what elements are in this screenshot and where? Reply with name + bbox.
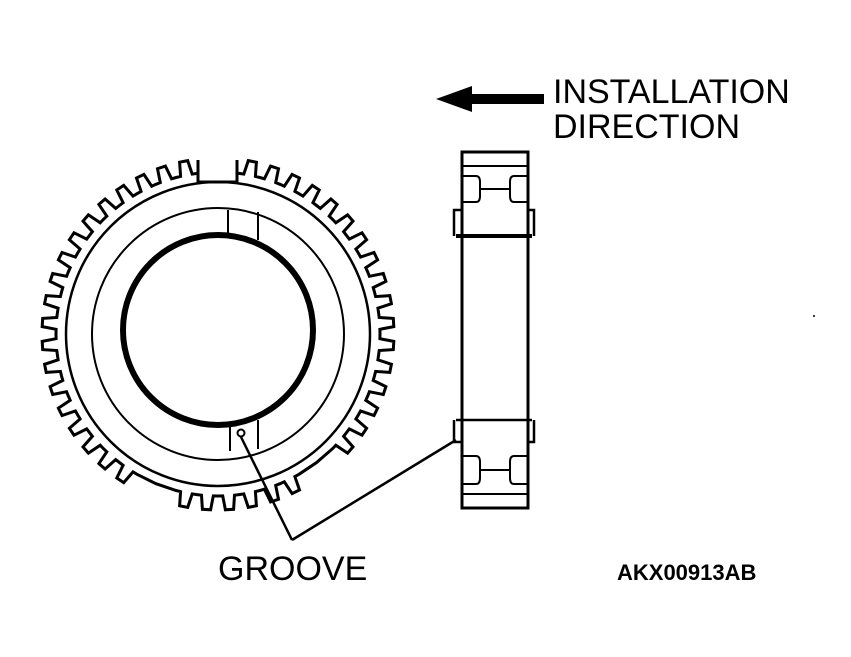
groove-leader-lines — [239, 436, 457, 542]
arrow-shaft — [470, 94, 544, 104]
side-lower-slot — [462, 455, 528, 485]
arrow-head — [436, 86, 472, 112]
installation-label: INSTALLATION — [553, 73, 790, 111]
side-upper-slot — [462, 175, 528, 203]
gear-teeth-outline — [40, 158, 396, 512]
side-upper-flange — [452, 208, 536, 236]
groove-mark — [236, 428, 246, 438]
middle-ring — [91, 207, 345, 461]
groove-label: GROOVE — [218, 550, 367, 588]
top-notch — [196, 160, 239, 184]
figure-code: AKX00913AB — [617, 560, 756, 585]
direction-label: DIRECTION — [553, 108, 740, 146]
bore-circle — [120, 232, 316, 428]
upper-key-slot — [227, 210, 259, 240]
synchronizer-side-view — [452, 150, 536, 510]
outer-body-ring — [64, 180, 372, 488]
lower-key-slot — [229, 420, 259, 451]
side-lower-flange — [452, 420, 536, 444]
side-profile-outline — [460, 150, 530, 510]
stray-dot — [813, 315, 815, 317]
installation-direction-arrow — [436, 86, 544, 112]
synchronizer-front-view — [40, 158, 396, 512]
